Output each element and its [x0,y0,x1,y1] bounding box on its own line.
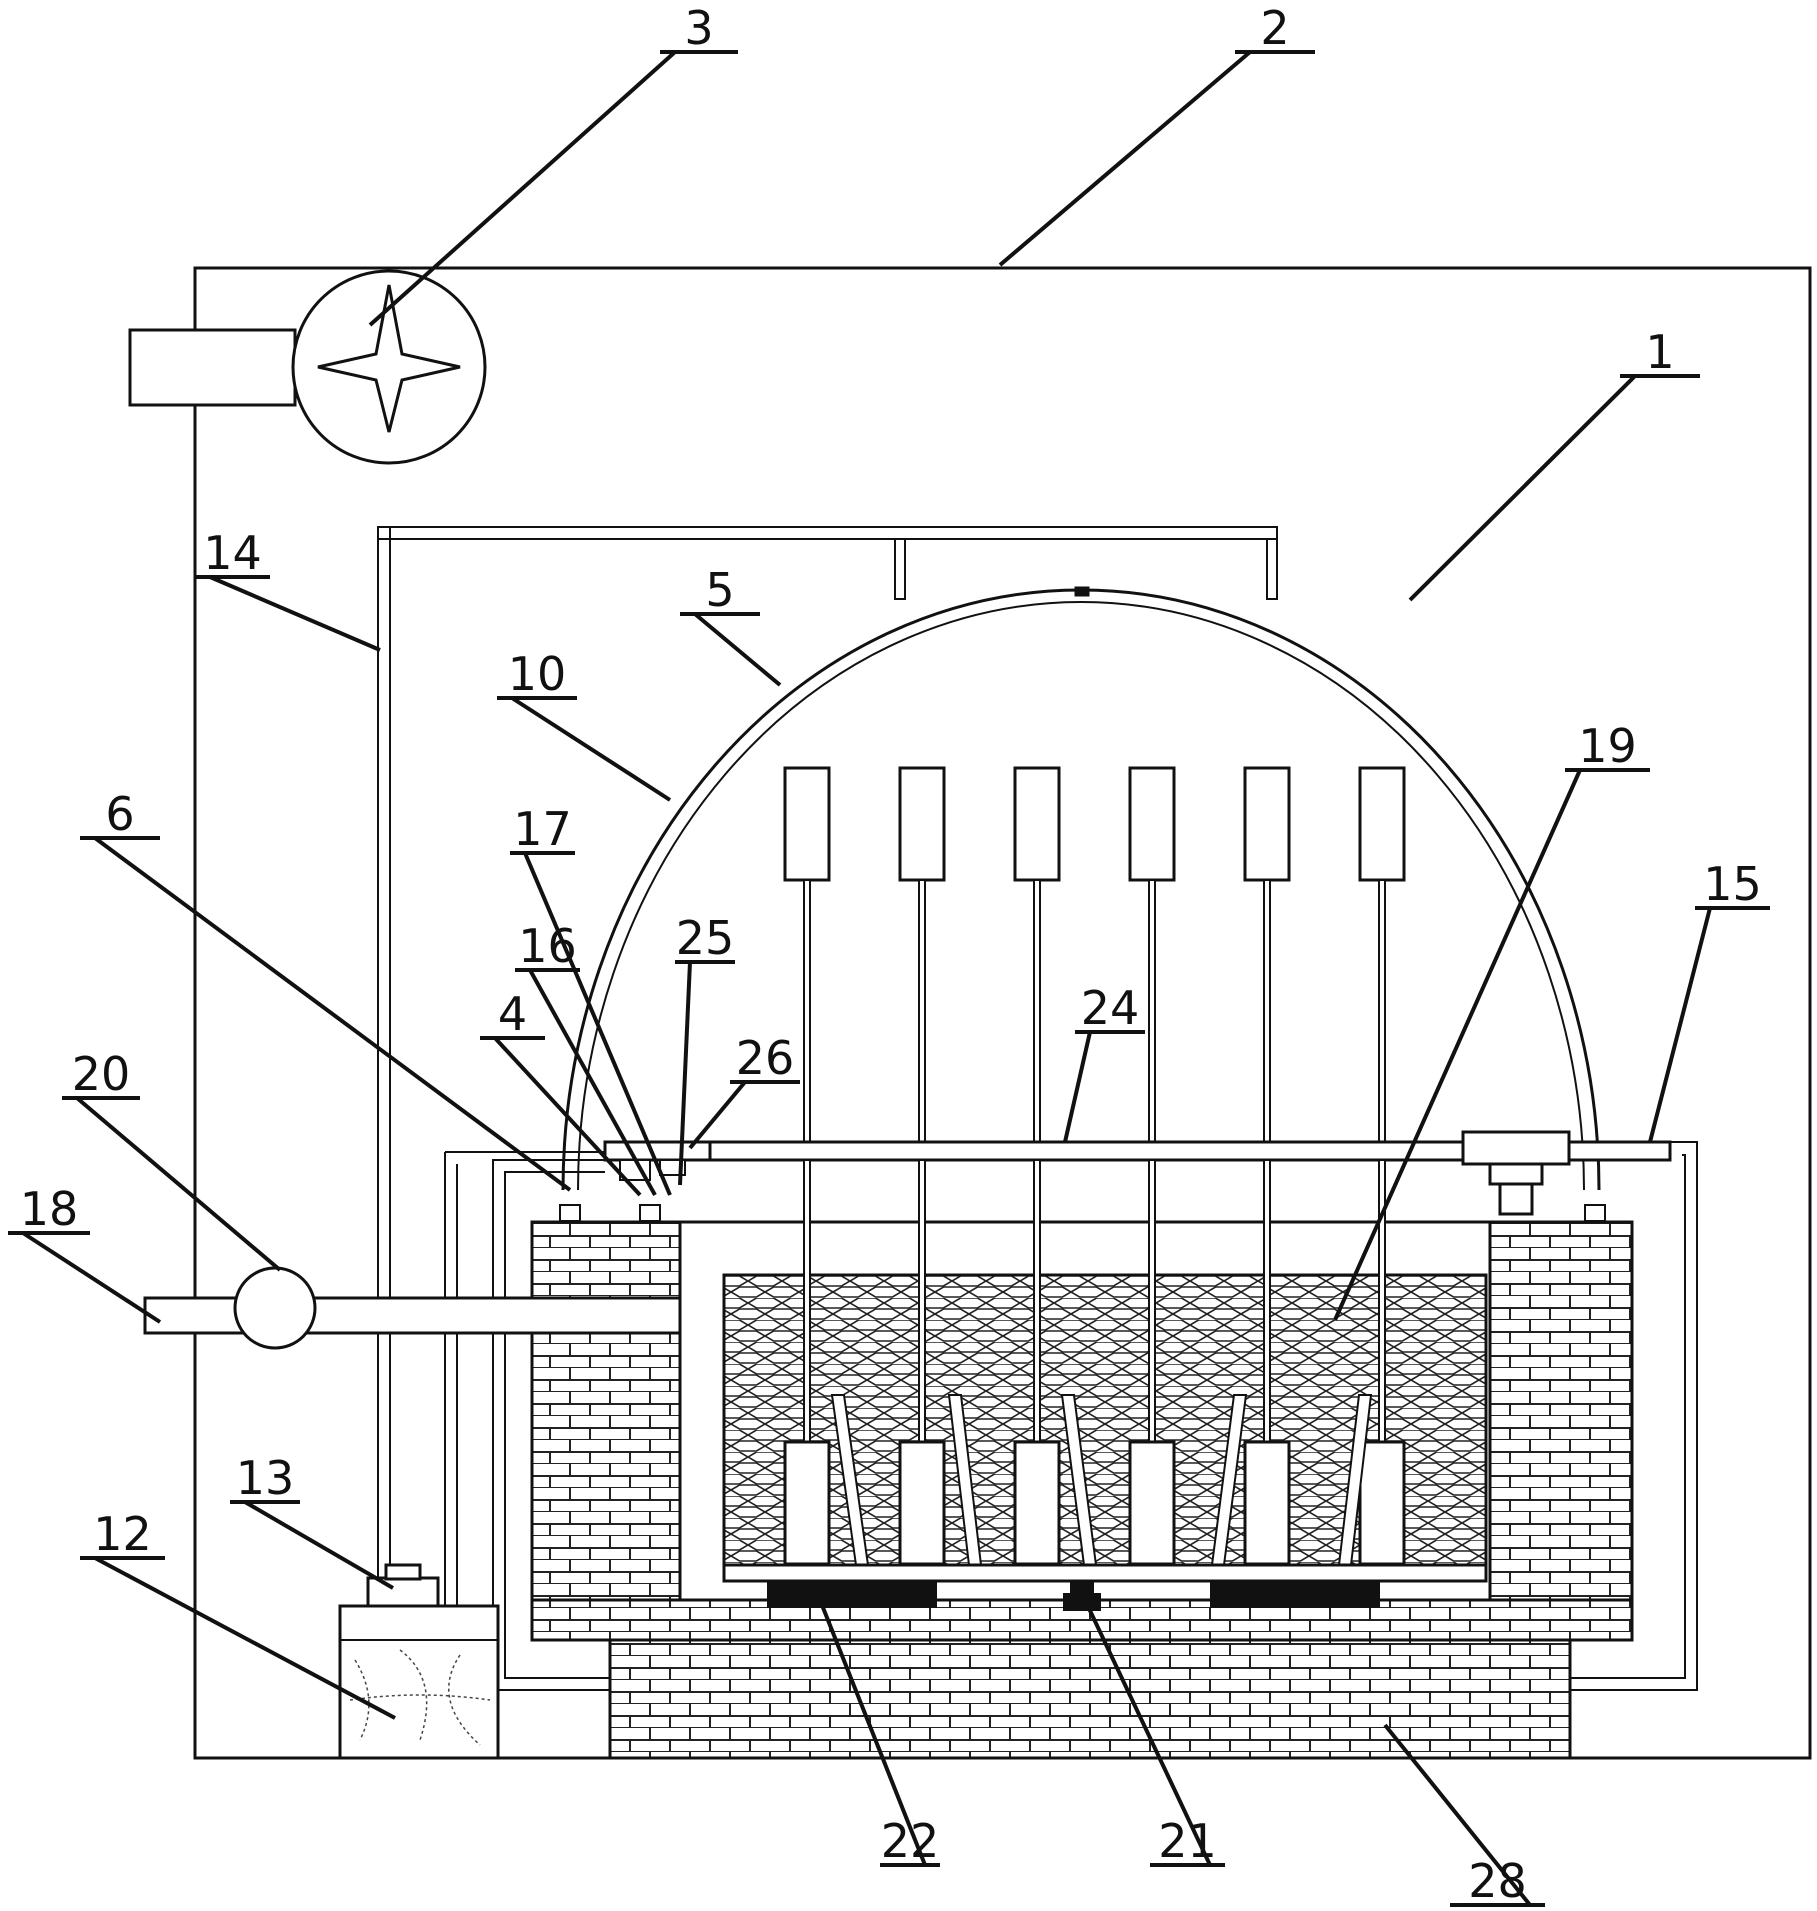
bottom-platform [722,1563,1488,1611]
callout-l18: 18 [8,1182,162,1324]
callout-l20: 20 [62,1047,282,1272]
part-label: 1 [1645,325,1674,379]
electrode-head [1128,766,1176,1143]
dome-cover [561,586,1601,1191]
part-label: 4 [498,987,527,1041]
upper-electrodes [783,766,1406,1143]
electrode-head [1013,766,1061,1143]
callout-l19: 19 [1333,719,1650,1321]
electrode-block [1128,1159,1176,1566]
part-label: 20 [72,1047,131,1101]
part-label: 19 [1578,719,1637,773]
part-label: 10 [508,647,567,701]
callout-l16: 16 [515,919,657,1196]
top-plate [603,1130,1672,1216]
inlet-pipe [143,1266,682,1350]
callout-l24: 24 [1063,981,1145,1143]
electrode-head [783,766,831,1143]
part-label: 24 [1081,981,1140,1035]
part-label: 21 [1158,1814,1217,1868]
fan [128,269,487,465]
part-label: 3 [684,1,713,55]
callout-l13: 13 [230,1451,395,1590]
electrode-head [1243,766,1291,1143]
callout-l5: 5 [680,563,782,687]
part-label: 26 [736,1031,795,1085]
callout-l28: 28 [1383,1723,1545,1908]
electrode-block [783,1159,831,1566]
callout-l21: 21 [1083,1599,1225,1868]
callout-l12: 12 [80,1507,396,1720]
callout-l17: 17 [510,802,672,1196]
part-label: 25 [676,911,735,965]
callout-l3: 3 [368,1,738,327]
part-label: 14 [203,526,262,580]
electrode-block [1243,1159,1291,1566]
part-label: 6 [105,787,134,841]
callout-l10: 10 [497,647,672,802]
callout-l25: 25 [675,911,735,1186]
tank [338,1563,500,1760]
inner-electrodes [783,1159,1406,1566]
part-label: 22 [881,1814,940,1868]
callout-l22: 22 [818,1599,940,1868]
part-label: 28 [1468,1854,1527,1908]
electrode-block [1013,1159,1061,1566]
part-label: 13 [236,1451,295,1505]
part-label: 17 [513,802,572,856]
part-label: 16 [518,919,577,973]
callout-l14: 14 [195,526,381,652]
callout-l2: 2 [998,1,1315,267]
electrode-head [1358,766,1406,1143]
electrode-block [898,1159,946,1566]
part-label: 2 [1260,1,1289,55]
part-label: 15 [1703,857,1762,911]
callout-l15: 15 [1648,857,1770,1143]
callout-l4: 4 [480,987,642,1197]
electrode-head [898,766,946,1143]
callout-l26: 26 [688,1031,800,1150]
part-label: 12 [93,1507,152,1561]
seal-blocks [559,1204,1606,1222]
callout-l1: 1 [1408,325,1700,602]
part-label: 18 [20,1182,79,1236]
electrode-block [1358,1159,1406,1566]
callout-l6: 6 [80,787,572,1192]
part-label: 5 [705,563,734,617]
